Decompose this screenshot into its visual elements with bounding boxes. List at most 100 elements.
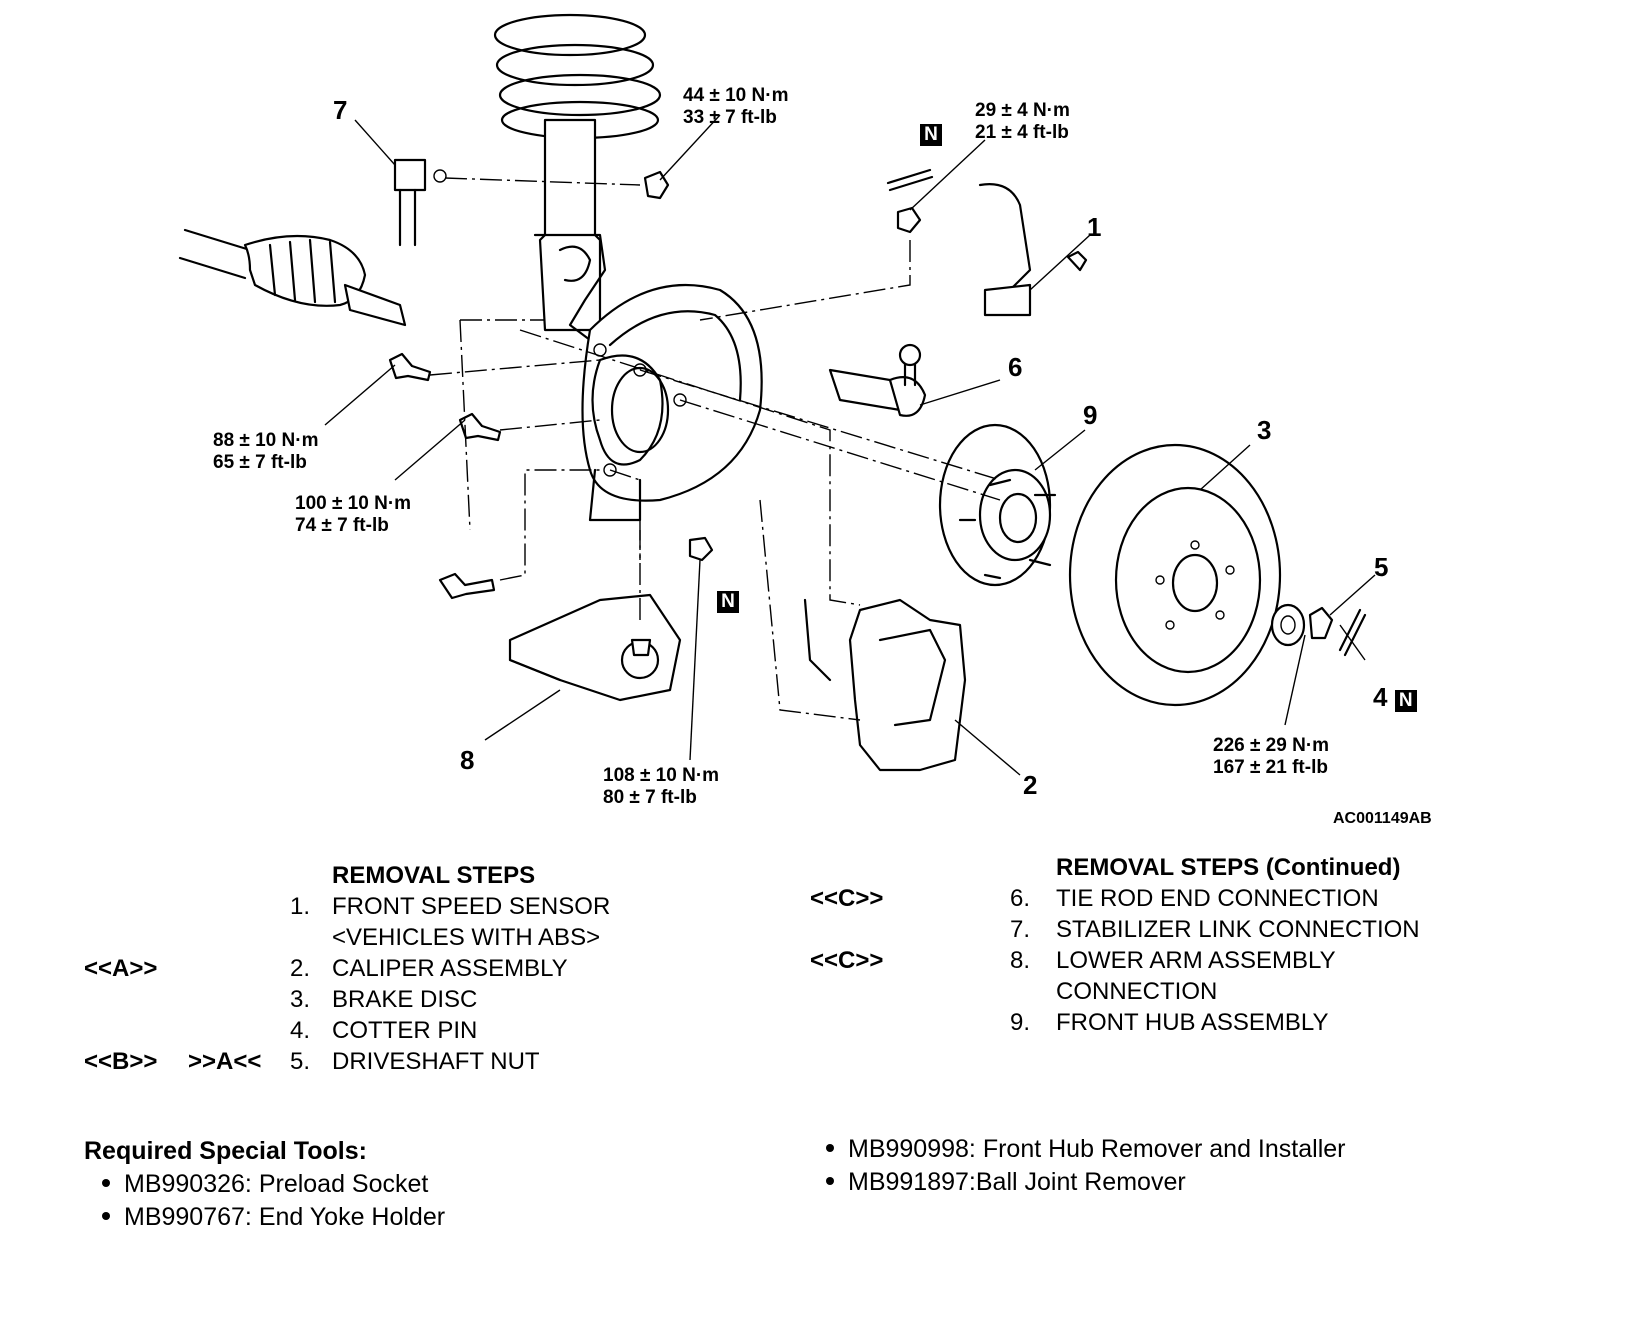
tool-item: MB990998: Front Hub Remover and Installe…	[808, 1133, 1528, 1166]
torque-nm: 108 ± 10 N·m	[603, 765, 720, 786]
callout-4-number: 4	[1373, 682, 1388, 712]
bullet-icon	[102, 1212, 110, 1221]
step-text: CONNECTION	[1056, 978, 1218, 1005]
step-number: 1.	[289, 893, 310, 920]
step-text: DRIVESHAFT NUT	[332, 1048, 540, 1075]
list-item: 1. FRONT SPEED SENSOR	[84, 891, 684, 922]
tool-item-label: MB990326: Preload Socket	[124, 1170, 429, 1198]
torque-ftlb: 65 ± 7 ft-lb	[213, 452, 307, 473]
knuckle-and-dust-shield	[581, 283, 763, 522]
torque-ftlb: 74 ± 7 ft-lb	[295, 515, 389, 536]
step-number: 6.	[1009, 885, 1030, 912]
figure-code: AC001149AB	[1333, 810, 1432, 827]
torque-label-lower-knuckle-bolt: 100 ± 10 N·m 74 ± 7 ft-lb	[295, 493, 411, 537]
torque-label-driveshaft-nut: 226 ± 29 N·m 167 ± 21 ft-lb	[1213, 735, 1329, 779]
removal-steps: REMOVAL STEPS 1. FRONT SPEED SENSOR <VEH…	[84, 860, 684, 1080]
caliper	[803, 598, 967, 772]
removal-steps-continued-heading: REMOVAL STEPS (Continued)	[1056, 854, 1401, 881]
step-number: 9.	[1009, 1009, 1030, 1036]
step-ref: <<C>>	[810, 885, 884, 912]
step-text: <VEHICLES WITH ABS>	[332, 924, 601, 951]
callout-4: 4 N	[1373, 682, 1417, 713]
torque-ftlb: 33 ± 7 ft-lb	[683, 107, 777, 128]
tool-item: MB990326: Preload Socket	[84, 1168, 644, 1201]
list-item: <<C>> 8. LOWER ARM ASSEMBLY	[810, 945, 1490, 976]
list-item: 9. FRONT HUB ASSEMBLY	[810, 1007, 1490, 1038]
assembly-lines	[429, 177, 1001, 721]
step-text: FRONT SPEED SENSOR	[332, 893, 611, 920]
step-number: 3.	[289, 986, 310, 1013]
removal-steps-list: 1. FRONT SPEED SENSOR <VEHICLES WITH ABS…	[84, 891, 684, 1077]
callout-7: 7	[333, 95, 348, 125]
callout-2: 2	[1023, 770, 1038, 800]
callout-1: 1	[1087, 212, 1102, 242]
tool-item: MB991897:Ball Joint Remover	[808, 1166, 1528, 1199]
lower-arm	[508, 536, 714, 702]
bullet-icon	[826, 1144, 834, 1153]
n-marker: N	[717, 591, 739, 613]
torque-label-stabilizer-nut: 44 ± 10 N·m 33 ± 7 ft-lb	[683, 85, 788, 129]
step-ref: <<B>>	[84, 1048, 158, 1075]
bolts	[388, 170, 1088, 600]
torque-nm: 29 ± 4 N·m	[975, 100, 1070, 121]
callout-3: 3	[1257, 415, 1272, 445]
removal-steps-continued-list: <<C>> 6. TIE ROD END CONNECTION 7. STABI…	[810, 883, 1490, 1038]
exploded-suspension-diagram	[178, 13, 1376, 776]
torque-ftlb: 167 ± 21 ft-lb	[1213, 757, 1328, 778]
list-item: 3. BRAKE DISC	[84, 984, 684, 1015]
step-number: 4.	[289, 1017, 310, 1044]
special-tools-heading: Required Special Tools:	[84, 1137, 367, 1165]
n-marker: N	[920, 124, 942, 146]
torque-ftlb: 80 ± 7 ft-lb	[603, 787, 697, 808]
tool-item-label: MB990998: Front Hub Remover and Installe…	[848, 1135, 1346, 1163]
tool-item: MB990767: End Yoke Holder	[84, 1201, 644, 1234]
step-ref2: >>A<<	[188, 1048, 262, 1075]
removal-steps-continued: REMOVAL STEPS (Continued) <<C>> 6. TIE R…	[810, 852, 1490, 1042]
special-tools-left: Required Special Tools: MB990326: Preloa…	[84, 1135, 644, 1234]
strut-assembly	[533, 118, 607, 342]
step-number: 5.	[289, 1048, 310, 1075]
step-text: LOWER ARM ASSEMBLY	[1056, 947, 1336, 974]
speed-sensor	[978, 183, 1032, 317]
step-text: CALIPER ASSEMBLY	[332, 955, 568, 982]
torque-label-lower-arm-nut: 108 ± 10 N·m 80 ± 7 ft-lb	[603, 765, 719, 809]
step-text: STABILIZER LINK CONNECTION	[1056, 916, 1420, 943]
leader-lines	[324, 114, 1376, 776]
list-item: <<B>> >>A<< 5. DRIVESHAFT NUT	[84, 1046, 684, 1077]
step-text: COTTER PIN	[332, 1017, 478, 1044]
callout-6: 6	[1008, 352, 1023, 382]
n-marker: N	[1394, 690, 1417, 712]
tool-item-label: MB991897:Ball Joint Remover	[848, 1168, 1186, 1196]
callout-8: 8	[460, 745, 475, 775]
step-number: 8.	[1009, 947, 1030, 974]
callout-5: 5	[1374, 552, 1389, 582]
removal-steps-heading: REMOVAL STEPS	[332, 862, 536, 889]
step-text: BRAKE DISC	[332, 986, 478, 1013]
step-number: 7.	[1009, 916, 1030, 943]
brake-disc	[1068, 443, 1282, 707]
list-item: CONNECTION	[810, 976, 1490, 1007]
driveshaft	[178, 228, 407, 327]
bullet-icon	[102, 1179, 110, 1188]
step-ref: <<A>>	[84, 955, 158, 982]
torque-ftlb: 21 ± 4 ft-lb	[975, 122, 1069, 143]
list-item: <<C>> 6. TIE ROD END CONNECTION	[810, 883, 1490, 914]
list-item: 4. COTTER PIN	[84, 1015, 684, 1046]
step-number: 2.	[289, 955, 310, 982]
bullet-icon	[826, 1177, 834, 1186]
torque-label-upper-knuckle-bolt: 88 ± 10 N·m 65 ± 7 ft-lb	[213, 430, 318, 474]
torque-label-tie-rod-nut: 29 ± 4 N·m 21 ± 4 ft-lb	[975, 100, 1070, 144]
callout-9: 9	[1083, 400, 1098, 430]
special-tools-right: MB990998: Front Hub Remover and Installe…	[808, 1133, 1528, 1199]
front-hub	[938, 423, 1057, 587]
step-ref: <<C>>	[810, 947, 884, 974]
list-item: <<A>> 2. CALIPER ASSEMBLY	[84, 953, 684, 984]
torque-nm: 226 ± 29 N·m	[1213, 735, 1330, 756]
step-text: FRONT HUB ASSEMBLY	[1056, 1009, 1329, 1036]
tool-item-label: MB990767: End Yoke Holder	[124, 1203, 446, 1231]
stabilizer-link	[393, 158, 447, 247]
torque-nm: 100 ± 10 N·m	[295, 493, 412, 514]
list-item: 7. STABILIZER LINK CONNECTION	[810, 914, 1490, 945]
tie-rod-end	[828, 343, 927, 417]
list-item: <VEHICLES WITH ABS>	[84, 922, 684, 953]
